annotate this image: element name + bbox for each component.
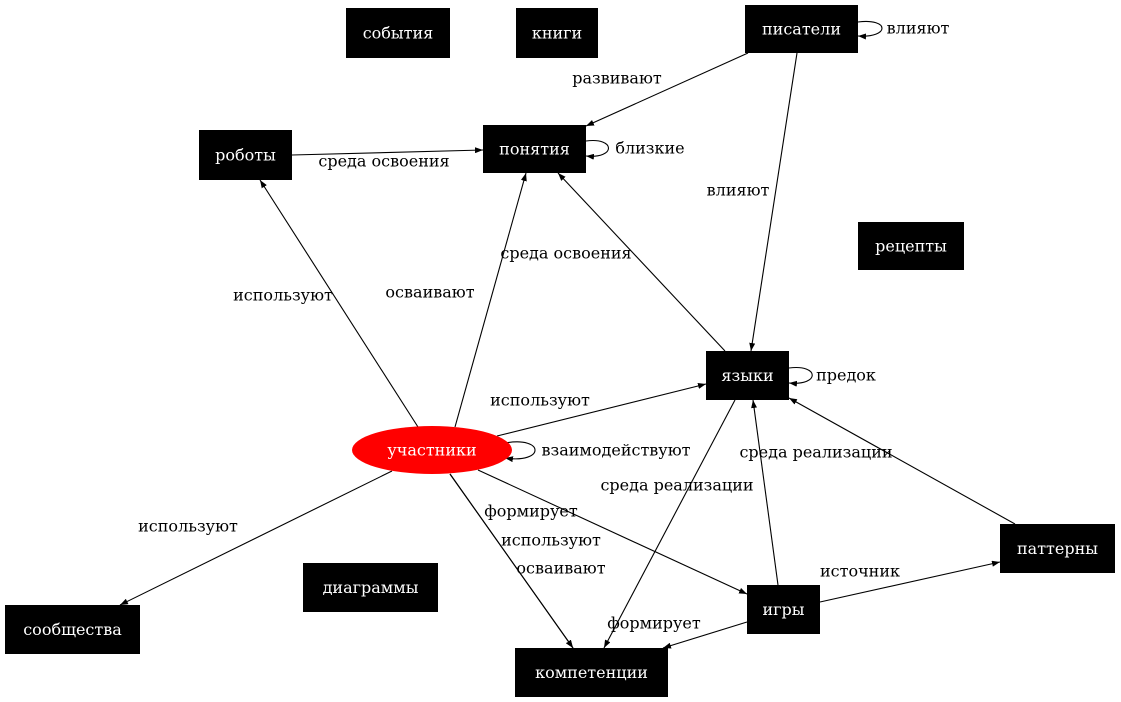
edge-games-to-patterns <box>819 560 1001 603</box>
edge-label: близкие <box>615 139 684 158</box>
node-recipes[interactable]: рецепты <box>858 222 964 270</box>
node-box <box>5 605 140 654</box>
node-box <box>1000 524 1115 573</box>
node-box <box>303 563 438 612</box>
node-books[interactable]: книги <box>516 8 598 58</box>
edge-label: осваивают <box>385 283 474 302</box>
node-box <box>346 8 450 58</box>
node-competences[interactable]: компетенции <box>515 648 668 697</box>
edge-label: используют <box>501 531 601 550</box>
node-participants[interactable]: участники <box>352 426 512 474</box>
edge-label: влияют <box>707 181 770 200</box>
edge-languages-to-concepts <box>557 172 726 352</box>
node-label: участники <box>387 441 476 460</box>
node-label: языки <box>721 366 773 385</box>
edge-label: предок <box>816 366 876 385</box>
node-label: роботы <box>215 146 276 165</box>
node-label: компетенции <box>535 663 648 682</box>
edge-participants-to-competences <box>449 473 574 649</box>
node-communities[interactable]: сообщества <box>5 605 140 654</box>
edge-label: используют <box>138 517 238 536</box>
edge-label: среда реализации <box>739 443 892 462</box>
edge-writers-to-writers <box>857 20 883 40</box>
node-diagrams[interactable]: диаграммы <box>303 563 438 612</box>
node-box <box>858 222 964 270</box>
edge-label: развивают <box>572 69 662 88</box>
node-patterns[interactable]: паттерны <box>1000 524 1115 573</box>
node-label: паттерны <box>1017 539 1098 558</box>
edge-participants-to-communities <box>119 470 393 606</box>
edge-label: осваивают <box>516 559 605 578</box>
node-robots[interactable]: роботы <box>199 130 292 180</box>
node-events[interactable]: события <box>346 8 450 58</box>
edge-concepts-to-concepts <box>585 139 610 160</box>
edge-label: среда освоения <box>318 152 449 171</box>
edge-label: используют <box>233 286 333 305</box>
edge-label: формирует <box>484 502 578 521</box>
edge-label: формирует <box>607 614 701 633</box>
edge-label: влияют <box>887 19 950 38</box>
edge-languages-to-languages <box>788 366 813 387</box>
node-label: книги <box>532 24 582 43</box>
edge-label: среда освоения <box>500 244 631 263</box>
node-label: игры <box>762 600 804 619</box>
edge-label: среда реализации <box>600 476 753 495</box>
edge-writers-to-languages <box>749 52 798 352</box>
edge-robots-to-concepts <box>291 147 484 156</box>
edge-participants-to-robots <box>259 179 419 428</box>
edge-label: используют <box>490 391 590 410</box>
edge-games-to-competences <box>662 621 748 649</box>
node-ellipse <box>352 426 512 474</box>
edge-games-to-languages <box>751 399 779 586</box>
node-label: сообщества <box>23 620 122 639</box>
node-label: писатели <box>762 20 841 39</box>
node-label: рецепты <box>875 237 947 256</box>
edge-participants-to-participants <box>504 441 536 463</box>
node-games[interactable]: игры <box>747 585 820 634</box>
node-box <box>199 130 292 180</box>
node-box <box>706 351 789 400</box>
edge-participants-to-languages <box>496 383 707 437</box>
edge-label: источник <box>820 562 900 581</box>
node-box <box>515 648 668 697</box>
node-box <box>516 8 598 58</box>
node-box <box>483 125 586 173</box>
node-label: диаграммы <box>323 578 419 597</box>
edge-languages-to-competences <box>603 399 736 649</box>
edge-label: взаимодействуют <box>541 441 690 460</box>
edge-participants-to-concepts <box>454 172 527 428</box>
edge-writers-to-concepts <box>585 52 749 127</box>
node-concepts[interactable]: понятия <box>483 125 586 173</box>
edge-patterns-to-languages <box>788 397 1016 525</box>
node-label: события <box>363 24 434 43</box>
node-box <box>747 585 820 634</box>
node-label: понятия <box>499 140 570 159</box>
node-languages[interactable]: языки <box>706 351 789 400</box>
node-writers[interactable]: писатели <box>745 5 858 53</box>
edge-participants-to-games <box>477 469 748 595</box>
node-box <box>745 5 858 53</box>
